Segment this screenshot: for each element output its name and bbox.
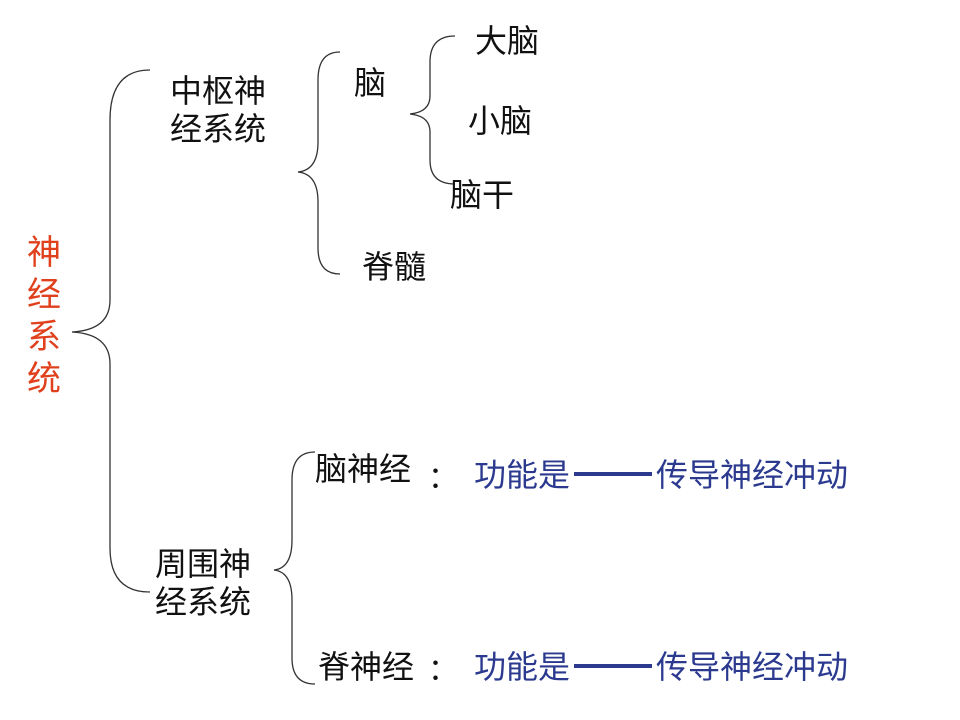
brainstem-label: 脑干 — [450, 176, 515, 214]
spinal-cord-label: 脊髓 — [362, 248, 427, 286]
cerebellum-label: 小脑 — [468, 102, 533, 140]
cranial-nerves-colon: ： — [428, 461, 458, 496]
spinal-function-suffix: 传导神经冲动 — [656, 648, 849, 686]
central-brace — [297, 51, 341, 275]
cranial-function-suffix: 传导神经冲动 — [656, 456, 849, 494]
root-brace — [71, 69, 151, 593]
central-nervous-system-label: 中枢神经系统 — [170, 72, 267, 148]
brain-brace — [409, 35, 456, 185]
peripheral-brace — [273, 451, 316, 685]
spinal-nerves-function: 功能是 传导神经冲动 — [474, 648, 848, 686]
spinal-nerves-label: 脊神经 — [318, 648, 415, 686]
spinal-nerves-colon: ： — [428, 653, 458, 688]
cranial-function-dash — [574, 472, 653, 476]
spinal-function-prefix: 功能是 — [474, 648, 571, 686]
root-label: 神经系统 — [27, 233, 61, 399]
cerebrum-label: 大脑 — [475, 22, 540, 60]
cranial-nerves-function: 功能是 传导神经冲动 — [474, 456, 848, 494]
peripheral-nervous-system-label: 周围神经系统 — [155, 545, 252, 621]
cranial-nerves-label: 脑神经 — [315, 450, 412, 488]
cranial-function-prefix: 功能是 — [474, 456, 571, 494]
spinal-function-dash — [574, 664, 653, 668]
brain-label: 脑 — [354, 64, 387, 102]
